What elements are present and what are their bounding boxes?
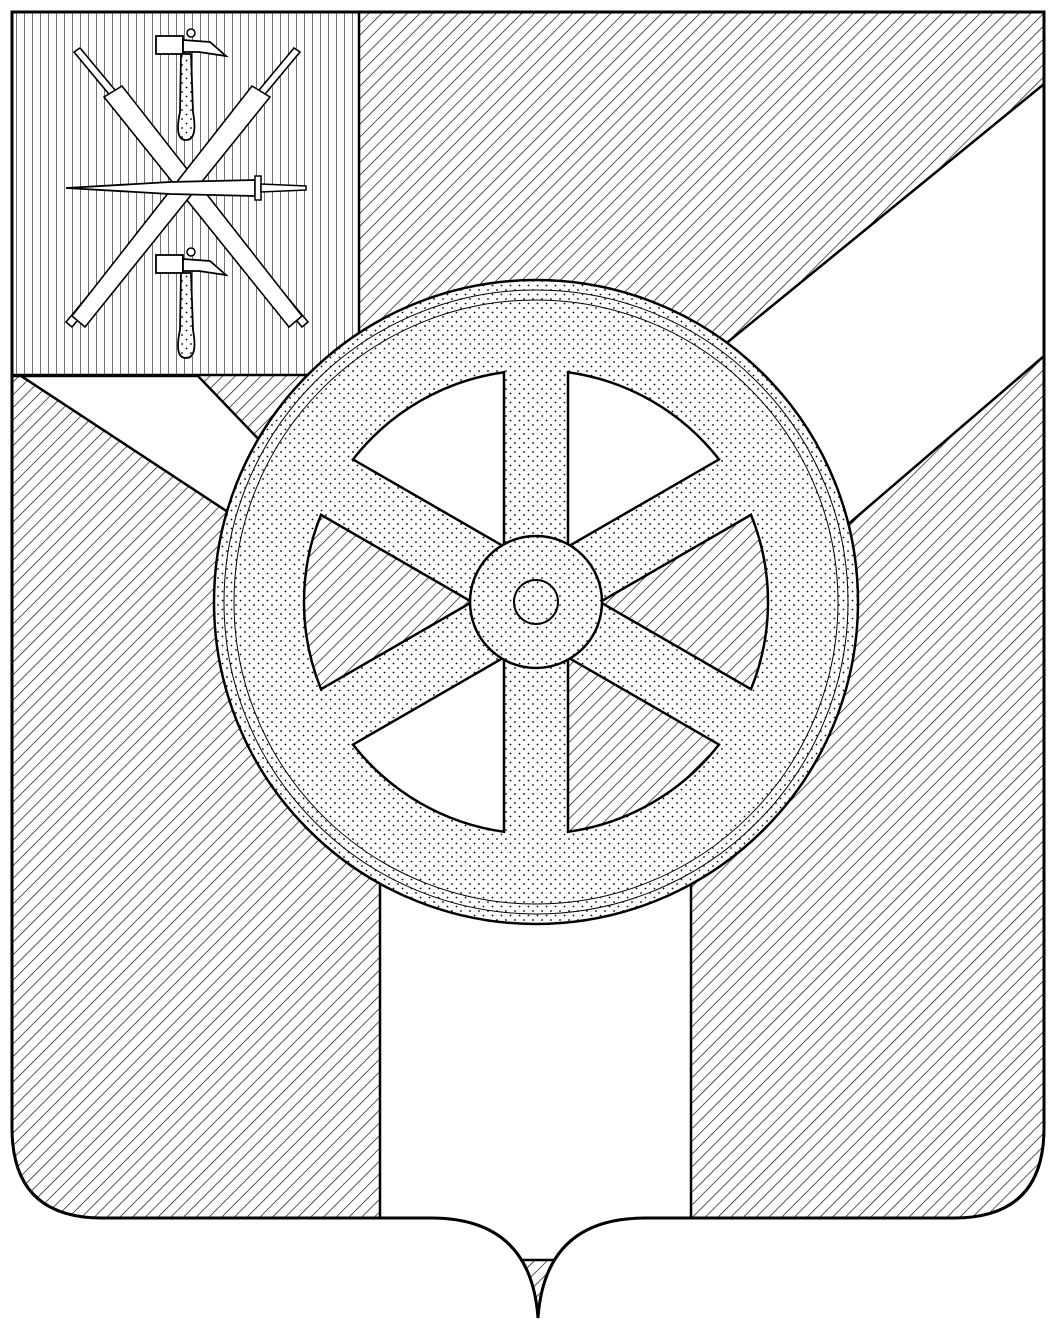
wheel-segment-opening [302, 513, 475, 691]
wheel-segment-opening [566, 370, 721, 549]
gun-barrel-left-stock [102, 84, 304, 329]
wheel-rim-line [223, 289, 849, 915]
hammer-icon [155, 247, 229, 359]
wheel-segment-opening [566, 655, 721, 834]
wheel-axle [513, 579, 559, 625]
wheel-rim-line [233, 299, 839, 905]
wheel-icon [212, 278, 860, 926]
wheel-segments [302, 370, 770, 834]
pall-stem [378, 858, 693, 1262]
sword-icon [65, 175, 307, 201]
wheel-segment-opening [597, 513, 770, 691]
wheel-segment-opening [351, 655, 506, 834]
wheel-segment-opening [351, 370, 506, 549]
shield-outline [10, 10, 1046, 1319]
canton-with-tula-arms [10, 10, 361, 377]
hammer-icon [155, 28, 229, 141]
gun-barrel-right-stock [70, 84, 272, 329]
